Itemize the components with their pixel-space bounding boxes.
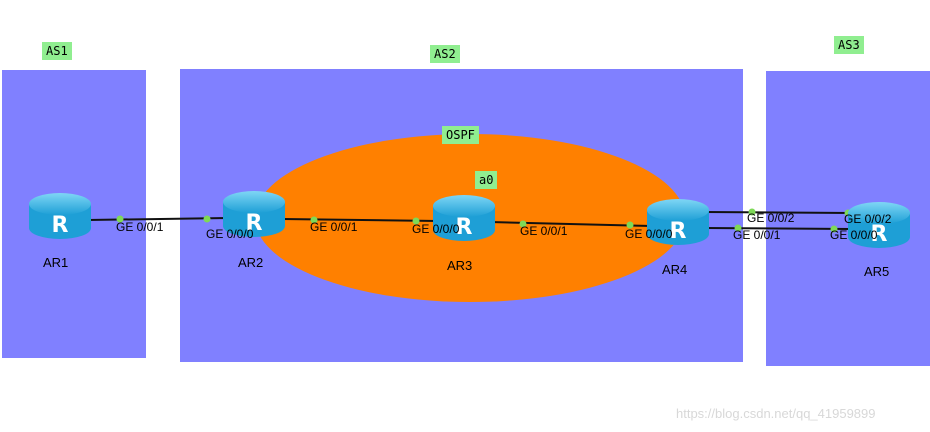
port-label-ar2-g001: GE 0/0/1: [310, 220, 358, 234]
as1-label: AS1: [42, 42, 72, 60]
as3-label: AS3: [834, 36, 864, 54]
port-label-ar4-g000: GE 0/0/0: [625, 227, 673, 241]
port-label-ar3-g001: GE 0/0/1: [520, 224, 568, 238]
port-dot: [310, 216, 318, 224]
router-ar3-icon[interactable]: R: [433, 195, 495, 241]
link-ar4-ar5-a: [703, 211, 853, 214]
port-label-ar4-g002: GE 0/0/2: [747, 211, 795, 225]
router-ar1-label: AR1: [43, 255, 69, 270]
svg-text:R: R: [52, 213, 69, 238]
port-dot: [734, 224, 742, 232]
router-ar2-icon[interactable]: R: [223, 191, 285, 237]
port-dot: [519, 220, 527, 228]
svg-text:R: R: [670, 219, 687, 244]
svg-text:R: R: [456, 215, 473, 240]
ospf-label: OSPF: [442, 126, 479, 144]
port-label-ar5-g002: GE 0/0/2: [844, 212, 892, 226]
area0-label: a0: [475, 171, 498, 189]
svg-text:R: R: [246, 211, 263, 236]
port-label-ar5-g000: GE 0/0/0: [830, 228, 878, 242]
port-label-ar1-g001: GE 0/0/1: [116, 220, 164, 234]
port-dot: [412, 217, 420, 225]
port-label-ar3-g000: GE 0/0/0: [412, 222, 460, 236]
svg-text:R: R: [871, 222, 888, 247]
link-ar4-ar5-b: [703, 227, 853, 230]
link-ar3-ar4: [489, 221, 653, 227]
port-label-ar4-g001: GE 0/0/1: [733, 228, 781, 242]
port-label-ar2-g000: GE 0/0/0: [206, 227, 254, 241]
router-ar1-icon[interactable]: R: [29, 193, 91, 239]
router-ar4-icon[interactable]: R: [647, 199, 709, 245]
router-ar4-label: AR4: [662, 262, 688, 277]
watermark: https://blog.csdn.net/qq_41959899: [676, 406, 876, 421]
router-ar5-label: AR5: [864, 264, 890, 279]
port-dot: [203, 215, 211, 223]
router-ar2-label: AR2: [238, 255, 264, 270]
port-dot: [116, 215, 124, 223]
router-ar5-icon[interactable]: R: [848, 202, 910, 248]
port-dot: [626, 221, 634, 229]
port-dot: [748, 208, 756, 216]
port-dot: [830, 225, 838, 233]
as2-label: AS2: [430, 45, 460, 63]
link-ar2-ar3: [281, 218, 439, 222]
router-ar3-label: AR3: [447, 258, 473, 273]
